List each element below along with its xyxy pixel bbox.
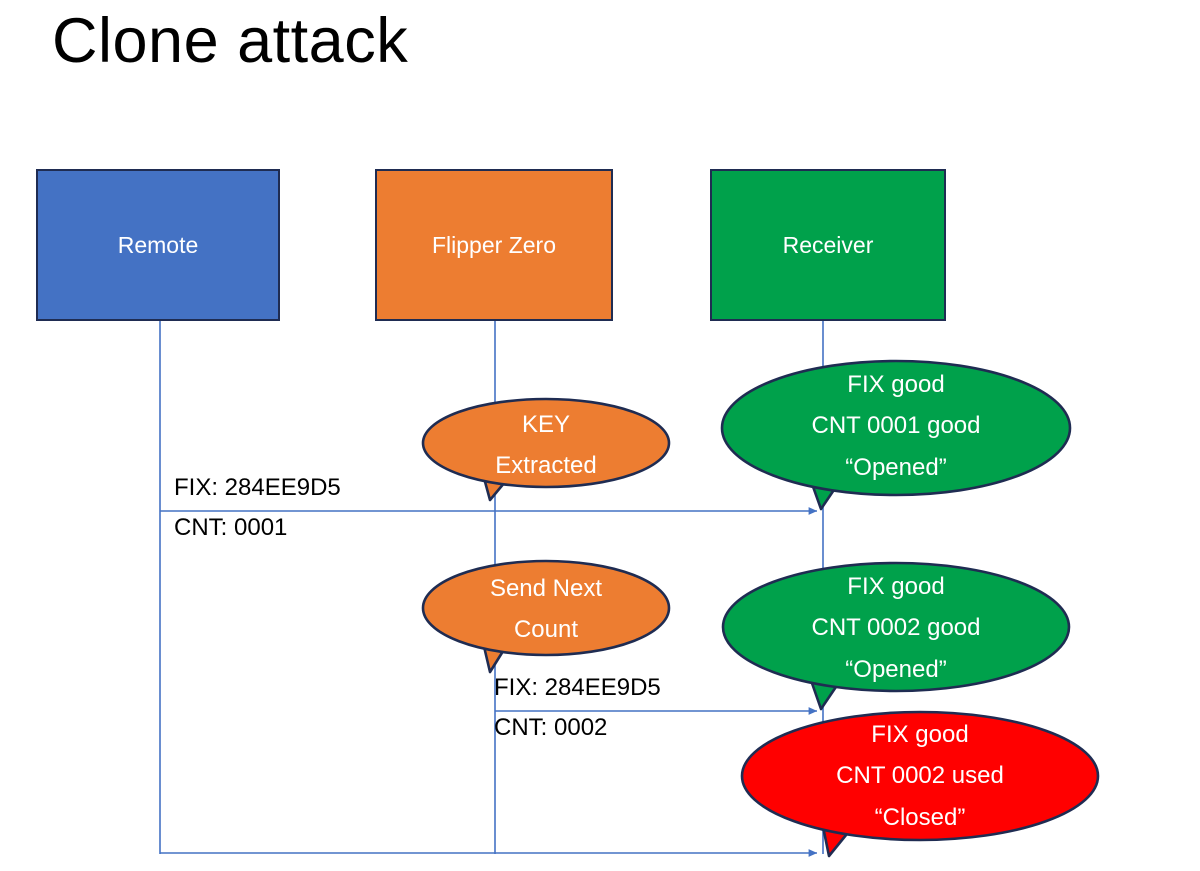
actor-label-flipper-zero: Flipper Zero xyxy=(432,231,556,258)
speech-bubble-key-extracted xyxy=(421,397,671,502)
actor-label-receiver: Receiver xyxy=(782,231,874,258)
speech-bubble-receiver-reject xyxy=(740,710,1100,858)
page-title: Clone attack xyxy=(52,6,409,76)
message-2-cnt-label: CNT: 0002 xyxy=(494,714,608,741)
message-2-fix-label: FIX: 284EE9D5 xyxy=(494,674,661,701)
speech-bubble-send-next-count xyxy=(421,559,671,674)
actor-box-flipper-zero[interactable]: Flipper Zero xyxy=(375,169,613,321)
actor-box-receiver[interactable]: Receiver xyxy=(710,169,946,321)
actor-box-remote[interactable]: Remote xyxy=(36,169,280,321)
message-1-fix-label: FIX: 284EE9D5 xyxy=(174,474,341,501)
message-1-cnt-label: CNT: 0001 xyxy=(174,514,288,541)
speech-bubble-receiver-ack-2 xyxy=(721,561,1071,711)
speech-bubble-receiver-ack-1 xyxy=(720,359,1072,511)
actor-label-remote: Remote xyxy=(117,231,199,258)
